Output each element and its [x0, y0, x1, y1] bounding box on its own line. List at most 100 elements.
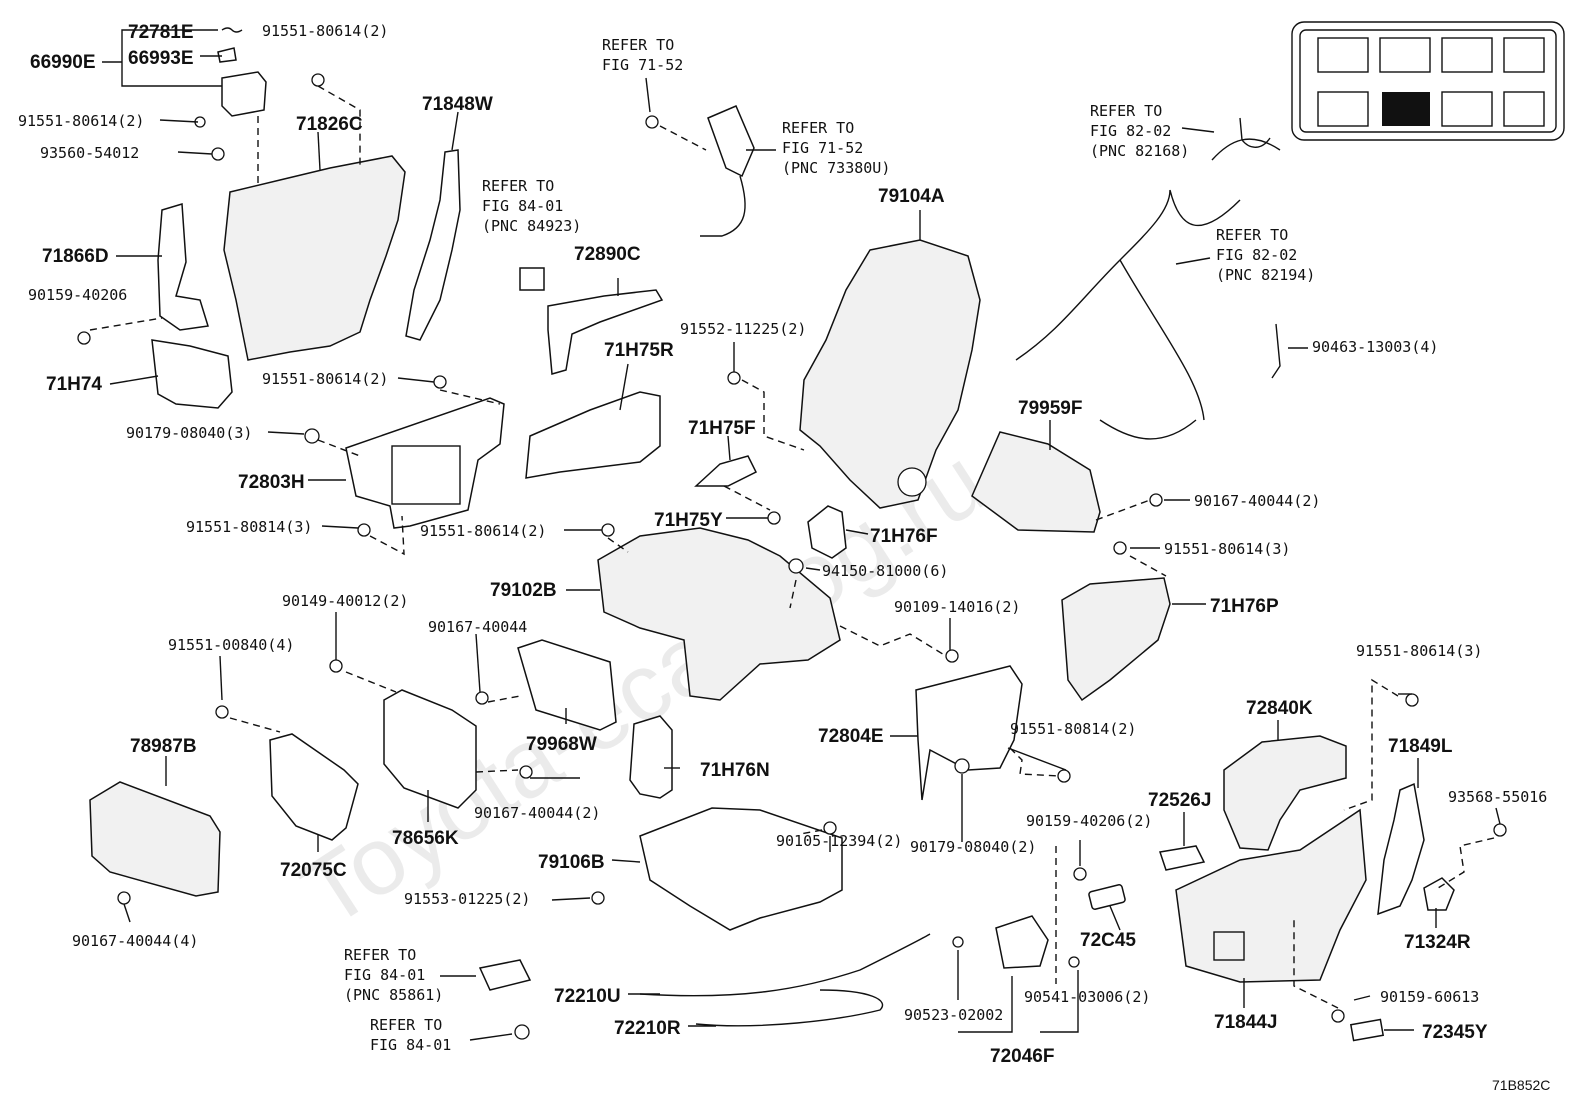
part-71H74-shape: [151, 339, 233, 409]
callout-90159-40206-2[interactable]: 90159-40206(2): [1026, 812, 1152, 830]
callout-93568-55016[interactable]: 93568-55016: [1448, 788, 1547, 806]
callout-90523-02002[interactable]: 90523-02002: [904, 1006, 1003, 1024]
callout-72345Y[interactable]: 72345Y: [1422, 1022, 1488, 1043]
callout-79102B[interactable]: 79102B: [490, 580, 557, 601]
callout-94150-81000-6[interactable]: 94150-81000(6): [822, 562, 948, 580]
callout-72210R[interactable]: 72210R: [614, 1018, 681, 1039]
part-72890C-shape: [547, 289, 664, 375]
part-79102B-shape: [597, 527, 841, 701]
callout-72781E[interactable]: 72781E: [128, 22, 194, 43]
callout-71H75Y[interactable]: 71H75Y: [654, 510, 723, 531]
callout-71866D[interactable]: 71866D: [42, 246, 109, 267]
callout-91551-80814-2[interactable]: 91551-80814(2): [1010, 720, 1136, 738]
callout-66990E[interactable]: 66990E: [30, 52, 96, 73]
callout-90179-08040-3[interactable]: 90179-08040(3): [126, 424, 252, 442]
part-71H76P-shape: [1061, 577, 1171, 702]
cable-72210U-shape: [639, 933, 931, 997]
callout-91551-80614-3-lower[interactable]: 91551-80614(3): [1356, 642, 1482, 660]
part-72046F-shape: [995, 915, 1049, 969]
callout-90167-40044[interactable]: 90167-40044: [428, 618, 527, 636]
part-71H76F-shape: [807, 505, 847, 559]
part-79968W-shape: [517, 639, 617, 731]
ref-fig-82-02-harness-main[interactable]: REFER TO FIG 82-02 (PNC 82194): [1216, 226, 1315, 284]
part-71844J-shape: [1175, 808, 1367, 983]
callout-71H76F[interactable]: 71H76F: [870, 526, 938, 547]
part-72526J-shape: [1159, 845, 1206, 871]
callout-79959F[interactable]: 79959F: [1018, 398, 1082, 419]
callout-72C45[interactable]: 72C45: [1080, 930, 1136, 951]
seat-locator-inset: [1291, 21, 1565, 141]
callout-90463-13003-4[interactable]: 90463-13003(4): [1312, 338, 1438, 356]
part-79106B-shape: [639, 807, 843, 931]
callout-71H75F[interactable]: 71H75F: [688, 418, 756, 439]
callout-93560-54012[interactable]: 93560-54012: [40, 144, 139, 162]
part-switch-84923-shape: [519, 267, 545, 291]
callout-90159-60613[interactable]: 90159-60613: [1380, 988, 1479, 1006]
callout-72803H[interactable]: 72803H: [238, 472, 305, 493]
callout-90179-08040-2[interactable]: 90179-08040(2): [910, 838, 1036, 856]
callout-72526J[interactable]: 72526J: [1148, 790, 1211, 811]
callout-71H74[interactable]: 71H74: [46, 374, 102, 395]
callout-72046F[interactable]: 72046F: [990, 1046, 1054, 1067]
highlighted-seat-position: [1382, 92, 1430, 126]
part-71826C-shape: [223, 155, 406, 361]
callout-71848W[interactable]: 71848W: [422, 94, 493, 115]
callout-90167-40044-4[interactable]: 90167-40044(4): [72, 932, 198, 950]
callout-90109-14016-2[interactable]: 90109-14016(2): [894, 598, 1020, 616]
callout-72890C[interactable]: 72890C: [574, 244, 641, 265]
callout-91551-80614-2-mid[interactable]: 91551-80614(2): [262, 370, 388, 388]
callout-79106B[interactable]: 79106B: [538, 852, 605, 873]
callout-71826C[interactable]: 71826C: [296, 114, 363, 135]
callout-71H75R[interactable]: 71H75R: [604, 340, 674, 361]
ref-fig-84-01-lower[interactable]: REFER TO FIG 84-01: [370, 1016, 451, 1054]
callout-72210U[interactable]: 72210U: [554, 986, 621, 1007]
callout-labels: 72781E 66993E 66990E 91551-80614(2) 9155…: [18, 22, 1547, 1067]
callout-79104A[interactable]: 79104A: [878, 186, 945, 207]
part-72345Y-shape: [1349, 1018, 1385, 1042]
callout-91551-80614-2-seat[interactable]: 91551-80614(2): [420, 522, 546, 540]
callout-71324R[interactable]: 71324R: [1404, 932, 1471, 953]
part-switch-85861-shape: [478, 959, 532, 991]
callout-91553-01225-2[interactable]: 91553-01225(2): [404, 890, 530, 908]
callout-66993E[interactable]: 66993E: [128, 48, 194, 69]
reference-notes: REFER TO FIG 71-52 REFER TO FIG 71-52 (P…: [344, 36, 1315, 1054]
ref-fig-71-52-buckle-bolt[interactable]: REFER TO FIG 71-52: [602, 36, 683, 74]
part-71866D-shape: [157, 203, 209, 331]
part-72804E-shape: [915, 665, 1023, 801]
callout-90149-40012-2[interactable]: 90149-40012(2): [282, 592, 408, 610]
callout-91552-11225-2[interactable]: 91552-11225(2): [680, 320, 806, 338]
callout-90105-12394-2[interactable]: 90105-12394(2): [776, 832, 902, 850]
callout-90541-03006-2[interactable]: 90541-03006(2): [1024, 988, 1150, 1006]
ref-fig-84-01-switch[interactable]: REFER TO FIG 84-01 (PNC 84923): [482, 177, 581, 235]
ref-fig-82-02-harness-upper[interactable]: REFER TO FIG 82-02 (PNC 82168): [1090, 102, 1189, 160]
callout-91551-80614-2-top[interactable]: 91551-80614(2): [262, 22, 388, 40]
figure-code: 71B852C: [1492, 1077, 1550, 1093]
callout-72840K[interactable]: 72840K: [1246, 698, 1313, 719]
callout-90167-40044-2-mid[interactable]: 90167-40044(2): [474, 804, 600, 822]
callout-91551-80814-3[interactable]: 91551-80814(3): [186, 518, 312, 536]
callout-91551-80614-2-left[interactable]: 91551-80614(2): [18, 112, 144, 130]
callout-71H76N[interactable]: 71H76N: [700, 760, 770, 781]
callout-71849L[interactable]: 71849L: [1388, 736, 1453, 757]
callout-72804E[interactable]: 72804E: [818, 726, 884, 747]
part-71324R-shape: [1423, 877, 1455, 911]
leader-lines: [89, 29, 1501, 1041]
part-79959F-shape: [971, 431, 1101, 533]
callout-78656K[interactable]: 78656K: [392, 828, 459, 849]
callout-91551-00840-4[interactable]: 91551-00840(4): [168, 636, 294, 654]
part-71H75R-shape: [525, 391, 661, 479]
locator-row-2: [1317, 91, 1545, 127]
ref-fig-71-52-buckle[interactable]: REFER TO FIG 71-52 (PNC 73380U): [782, 119, 890, 177]
part-72075C-shape: [269, 733, 359, 841]
callout-79968W[interactable]: 79968W: [526, 734, 597, 755]
cable-72210R-shape: [695, 989, 884, 1027]
callout-91551-80614-3-upper[interactable]: 91551-80614(3): [1164, 540, 1290, 558]
callout-71844J[interactable]: 71844J: [1214, 1012, 1277, 1033]
part-72840K-shape: [1223, 735, 1347, 851]
ref-fig-84-01-lower-switch[interactable]: REFER TO FIG 84-01 (PNC 85861): [344, 946, 443, 1004]
callout-71H76P[interactable]: 71H76P: [1210, 596, 1279, 617]
callout-72075C[interactable]: 72075C: [280, 860, 347, 881]
callout-90167-40044-2-right[interactable]: 90167-40044(2): [1194, 492, 1320, 510]
callout-90159-40206[interactable]: 90159-40206: [28, 286, 127, 304]
callout-78987B[interactable]: 78987B: [130, 736, 197, 757]
